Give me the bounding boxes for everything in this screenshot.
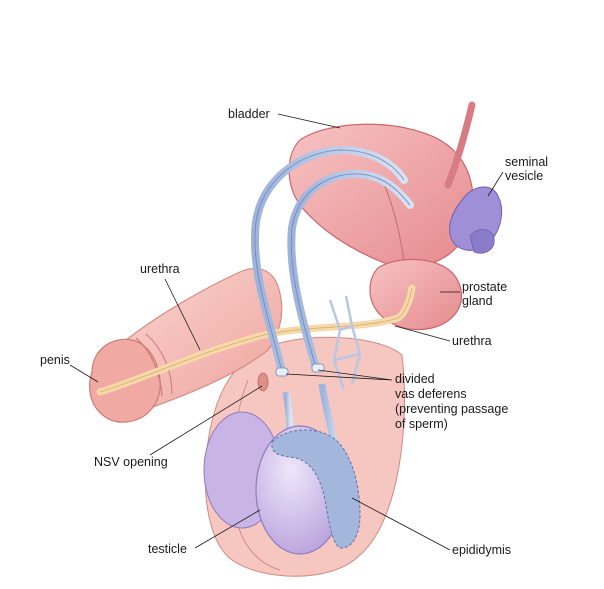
vas-lower-left xyxy=(282,391,294,431)
vas-cut-end-right xyxy=(311,363,325,373)
leader-nsv xyxy=(149,385,263,456)
label-nsv-opening: NSV opening xyxy=(94,455,168,469)
urethra-tube-edge xyxy=(99,287,413,393)
label-prostate-1: prostate xyxy=(462,280,507,294)
label-bladder: bladder xyxy=(228,107,270,121)
leader-seminal xyxy=(487,171,504,197)
label-prostate-2: gland xyxy=(462,294,493,308)
leader-bladder xyxy=(277,113,341,129)
ureter-tube xyxy=(444,101,476,189)
nsv-opening-mark xyxy=(257,372,269,392)
leader-urethra-right xyxy=(394,325,451,342)
vas-deferens-left-edge xyxy=(254,149,405,373)
label-urethra-top: urethra xyxy=(140,262,180,276)
label-seminal-vesicle-1: seminal xyxy=(505,155,548,169)
label-penis: penis xyxy=(40,353,70,367)
vas-cut-end-left xyxy=(275,367,289,377)
leader-penis xyxy=(69,364,99,383)
label-seminal-vesicle-2: vesicle xyxy=(505,169,543,183)
label-vas-3: (preventing passage xyxy=(395,402,508,416)
label-vas-1: divided xyxy=(395,372,435,386)
blood-vessels xyxy=(328,295,362,391)
seminal-vesicle-lobe xyxy=(469,229,495,254)
vas-deferens-right-edge xyxy=(290,173,411,369)
bladder-shape xyxy=(288,123,474,268)
foreskin-ring-2 xyxy=(145,333,173,395)
leader-vas xyxy=(285,369,393,381)
epididymis-shape xyxy=(271,429,361,549)
label-vas-4: of sperm) xyxy=(395,417,448,431)
leader-urethra-top xyxy=(164,278,201,351)
leader-epididymis xyxy=(351,497,451,551)
label-vas-2: vas deferens xyxy=(395,387,467,401)
leader-testicle xyxy=(194,509,261,549)
label-testicle: testicle xyxy=(148,542,187,556)
label-urethra-right: urethra xyxy=(452,334,492,348)
prostate-shape xyxy=(369,258,463,331)
foreskin-ring xyxy=(135,337,163,397)
label-epididymis: epididymis xyxy=(452,543,511,557)
